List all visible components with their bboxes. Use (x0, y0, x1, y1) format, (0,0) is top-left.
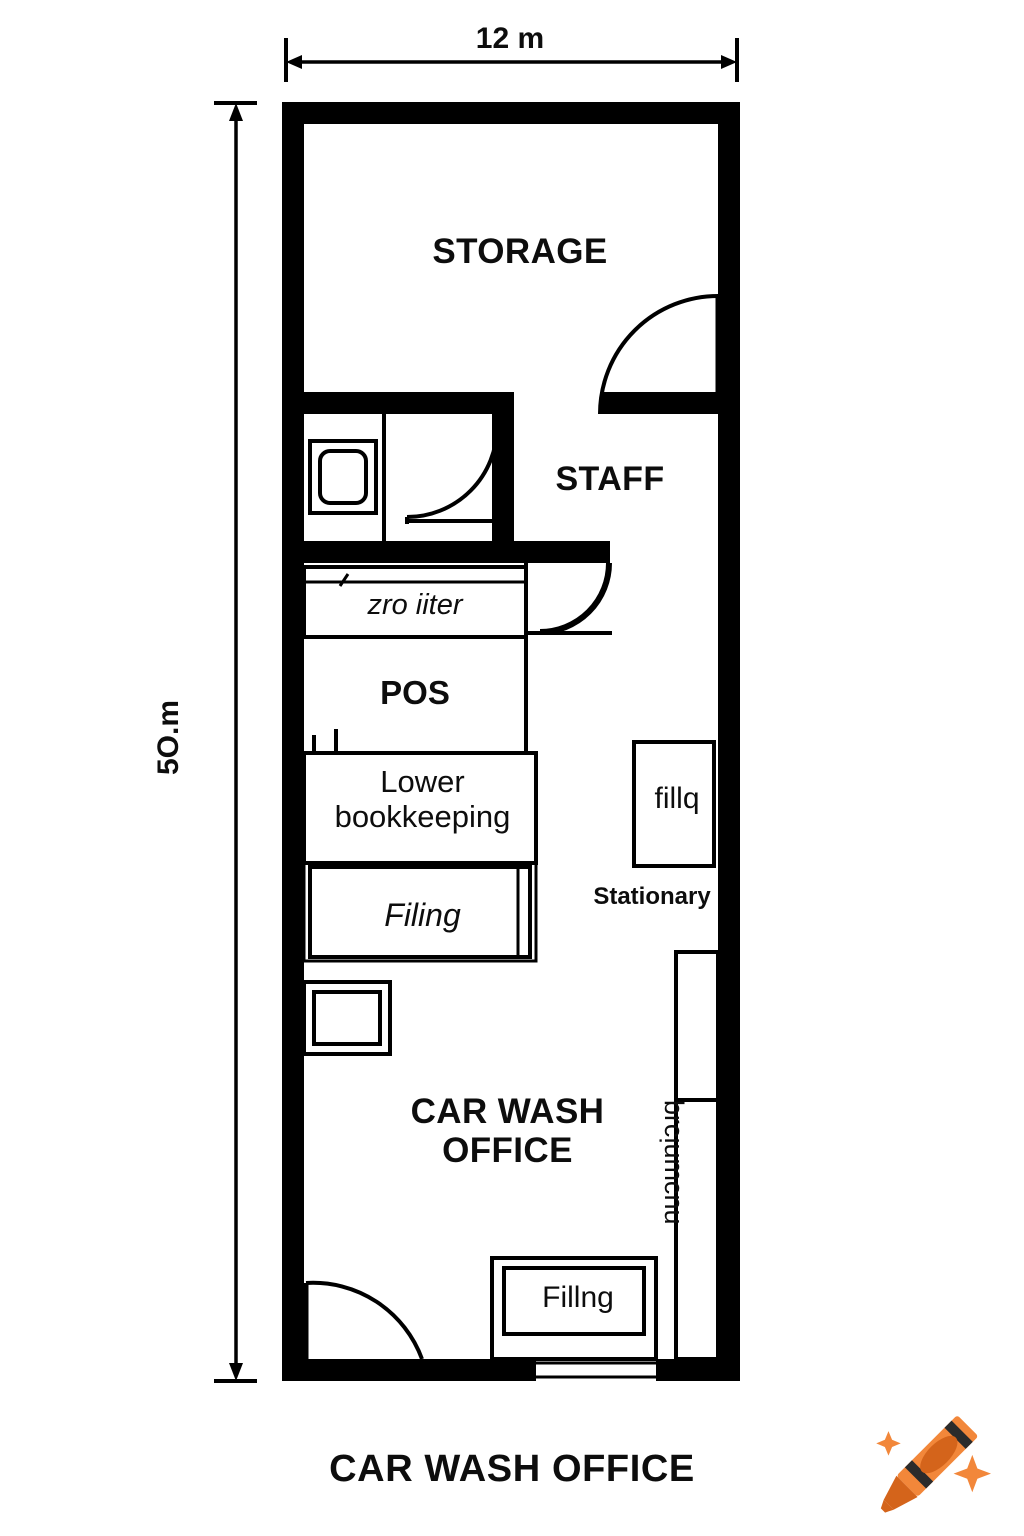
fixtures-and-furniture (302, 439, 720, 1361)
interior-partition-walls (282, 392, 740, 563)
crayon-watermark (866, 1390, 1006, 1522)
crayon-icon (876, 1416, 991, 1513)
dimension-lines (214, 38, 739, 1383)
sparkle-icon (876, 1431, 991, 1493)
door-swings (303, 294, 721, 1360)
building-walls (282, 102, 740, 1381)
